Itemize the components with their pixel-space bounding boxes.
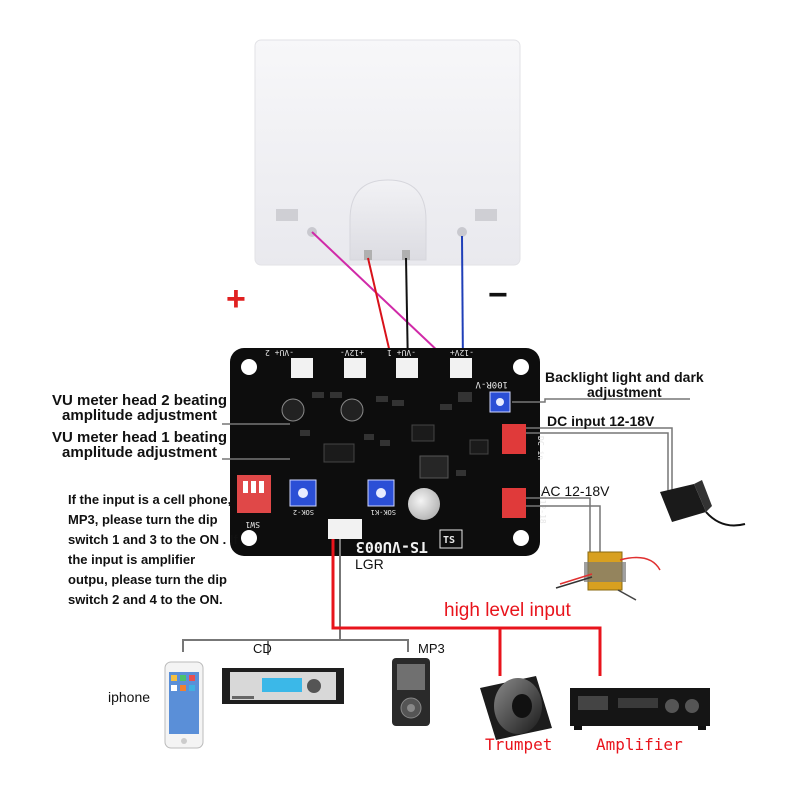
silk-ac: AC12-18 [538, 490, 547, 524]
amplifier-device [570, 688, 710, 730]
ac-transformer [555, 551, 661, 601]
silk-model: TS-VU003 [356, 538, 428, 556]
plus-sign: + [226, 280, 246, 318]
red-high-level-line [331, 539, 502, 676]
wire-blue [461, 235, 464, 371]
vu-meter-panel [254, 39, 521, 266]
iphone-label: iphone [108, 689, 151, 705]
silk-vu1: -VU+ 1 [387, 348, 416, 357]
trumpet-label: Trumpet [485, 735, 553, 754]
cd-player [222, 668, 344, 704]
mp3-label: MP3 [418, 641, 445, 656]
silk-12v-left: +12V- [340, 348, 364, 357]
silk-pot-left: SOK-2 [293, 508, 314, 516]
high-level-label: high level input [444, 600, 571, 621]
mp3-player [392, 658, 430, 726]
grey-line [339, 539, 409, 652]
dc-input-label: DC input 12-18V [547, 413, 655, 429]
vu1-label: VU meter head 1 beating amplitude adjust… [52, 429, 228, 461]
leader-lines [222, 398, 690, 570]
dc-adapter [660, 480, 746, 527]
silk-vu2: -VU+ 2 [265, 348, 294, 357]
dip-switch-instructions: If the input is a cell phone, MP3, pleas… [68, 492, 238, 607]
silk-12v-right: -12V+ [450, 348, 474, 357]
backlight-label: Backlight light and dark adjustment [545, 369, 704, 400]
minus-sign: − [488, 276, 508, 314]
silk-logo: TS [443, 535, 455, 546]
cd-label: CD [253, 641, 272, 656]
amplifier-label: Amplifier [596, 735, 683, 754]
silk-board-name: 100R-V [475, 379, 508, 389]
pcb-board: -VU+ 2 +12V- -VU+ 1 -12V+ 100R-V TS-VU00… [230, 348, 547, 556]
silk-pot-right: SOK-K1 [371, 508, 396, 516]
ac-input-label: AC 12-18V [541, 483, 610, 499]
lgr-label: LGR [355, 556, 384, 572]
signal-lines [182, 539, 602, 676]
speaker [480, 676, 552, 740]
silk-dc-in: DC in [536, 436, 545, 460]
silk-sw: SW1 [245, 520, 260, 529]
vu2-label: VU meter head 2 beating amplitude adjust… [52, 392, 228, 424]
iphone-device [164, 661, 204, 749]
